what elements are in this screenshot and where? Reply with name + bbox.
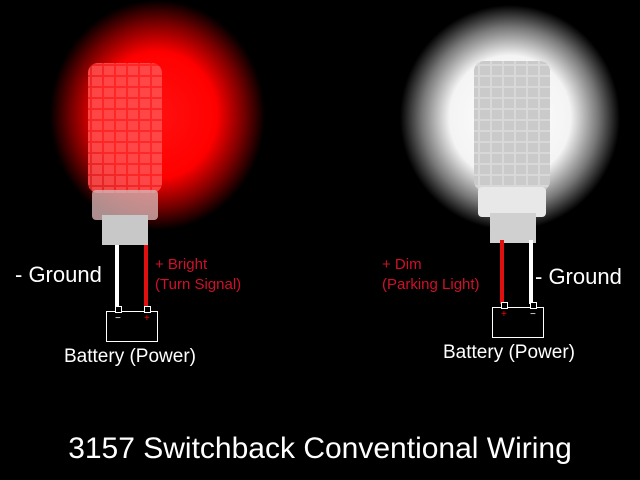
bulb-right bbox=[474, 61, 550, 243]
plus-symbol: + bbox=[501, 309, 507, 320]
ground-label-right: - Ground bbox=[535, 264, 622, 289]
positive-wire-right bbox=[500, 240, 504, 304]
positive-desc-right: (Parking Light) bbox=[382, 276, 480, 293]
minus-symbol: − bbox=[530, 309, 536, 320]
positive-label-left: + Bright bbox=[155, 256, 208, 273]
battery-label-right: Battery (Power) bbox=[443, 342, 575, 363]
bulb-left bbox=[88, 63, 162, 245]
battery-left: − + bbox=[106, 306, 158, 342]
diagram-title: 3157 Switchback Conventional Wiring bbox=[68, 432, 572, 465]
minus-symbol: − bbox=[115, 313, 121, 324]
ground-wire-right bbox=[529, 240, 533, 304]
ground-label-left: - Ground bbox=[15, 262, 102, 287]
positive-label-right: + Dim bbox=[382, 256, 422, 273]
ground-wire-left bbox=[115, 245, 119, 308]
battery-label-left: Battery (Power) bbox=[64, 346, 196, 367]
battery-right: + − bbox=[492, 302, 544, 338]
positive-desc-left: (Turn Signal) bbox=[155, 276, 242, 293]
plus-symbol: + bbox=[144, 313, 150, 324]
positive-wire-left bbox=[144, 245, 148, 308]
